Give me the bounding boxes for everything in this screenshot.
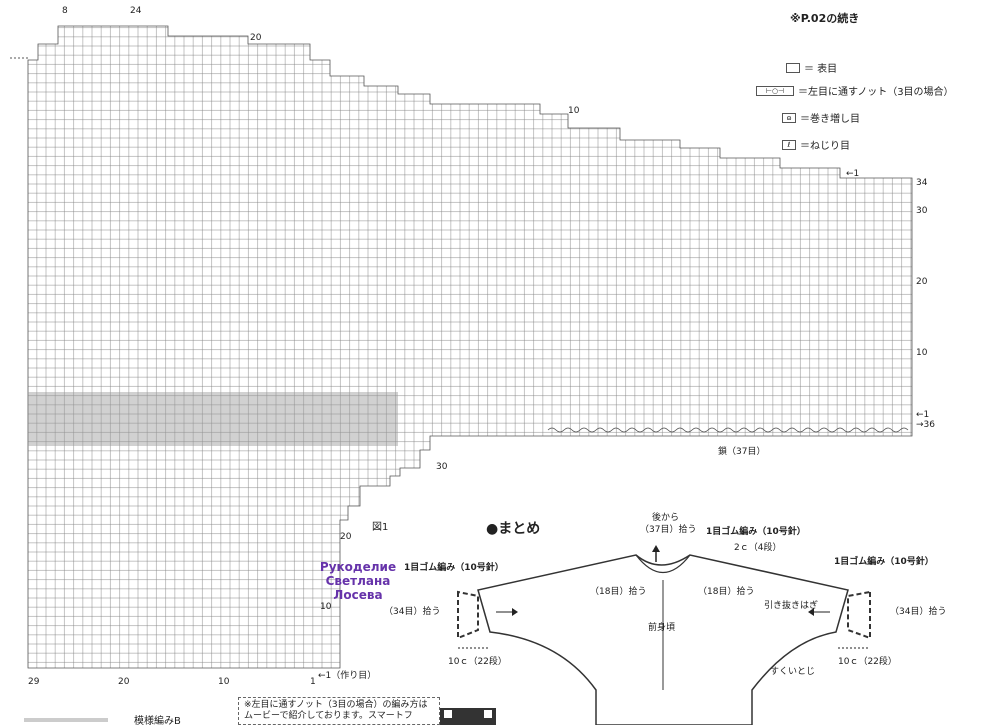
wrap-symbol-icon: ɷ xyxy=(782,112,796,123)
legend-knit: ＝ 表目 xyxy=(786,60,837,75)
label-arrow-36: →36 xyxy=(916,420,935,430)
assembly-title: ●まとめ xyxy=(486,521,541,537)
legend-twisted: ℓ ＝ねじり目 xyxy=(782,137,850,152)
pick-34-right-label: （34目）拾う xyxy=(890,607,947,617)
rib-right-label: 1目ゴム編み（10号針） xyxy=(834,557,934,567)
label-bottom-20: 20 xyxy=(118,677,130,687)
graft-label: すくいとじ xyxy=(770,667,816,677)
pattern-b-label: 模様編みB xyxy=(134,716,181,727)
continued-label: ※P.02の続き xyxy=(790,12,860,25)
label-right-30: 30 xyxy=(916,206,928,216)
label-top-8: 8 xyxy=(62,6,68,16)
knot-symbol-icon: ⊢○⊣ xyxy=(756,85,794,96)
pick-18-right-label: （18目）拾う xyxy=(698,587,755,597)
rib-left-label: 1目ゴム編み（10号針） xyxy=(404,563,504,573)
label-left-30: 30 xyxy=(436,462,448,472)
label-bottom-10: 10 xyxy=(218,677,230,687)
label-arrow-1-upper: ←1 xyxy=(846,169,860,179)
label-arrow-1-lower: ←1 xyxy=(916,410,930,420)
label-bottom-1: 1 xyxy=(310,677,316,687)
seam-label: 引き抜きはぎ xyxy=(764,601,819,611)
watermark: Рукоделие Светлана Лосева xyxy=(319,560,397,602)
label-top-10: 10 xyxy=(568,106,580,116)
label-bottom-29: 29 xyxy=(28,677,40,687)
figure-label: 図1 xyxy=(372,522,389,533)
knit-symbol-icon xyxy=(786,62,800,73)
label-left-10: 10 xyxy=(320,602,332,612)
label-right-10: 10 xyxy=(916,348,928,358)
pick-18-left-label: （18目）拾う xyxy=(590,587,647,597)
rib-top-label: 1目ゴム編み（10号針） xyxy=(706,527,806,537)
label-cast-on: ←1（作り目） xyxy=(318,671,377,681)
front-body-label: 前身頃 xyxy=(648,623,676,633)
twisted-symbol-icon: ℓ xyxy=(782,139,796,150)
pick-37-label: （37目）拾う xyxy=(640,525,697,535)
pick-34-left-label: （34目）拾う xyxy=(384,607,441,617)
ten-right-label: 10ｃ（22段） xyxy=(838,657,897,667)
label-top-20: 20 xyxy=(250,33,262,43)
label-right-20: 20 xyxy=(916,277,928,287)
label-chain: 鎖（37目） xyxy=(718,447,766,457)
movie-note: ※左目に通すノット（3目の場合）の編み方は ムービーで紹介しております。スマート… xyxy=(238,697,440,725)
legend-wrap: ɷ ＝巻き増し目 xyxy=(782,110,860,125)
label-left-20: 20 xyxy=(340,532,352,542)
qr-code-icon[interactable] xyxy=(440,708,496,725)
label-top-24: 24 xyxy=(130,6,142,16)
legend-knot: ⊢○⊣ ＝左目に通すノット（3目の場合） xyxy=(756,83,954,98)
back-from-label: 後から xyxy=(652,513,680,523)
ten-left-label: 10ｃ（22段） xyxy=(448,657,507,667)
two-cm-label: 2ｃ（4段） xyxy=(734,543,782,553)
label-right-34: 34 xyxy=(916,178,928,188)
